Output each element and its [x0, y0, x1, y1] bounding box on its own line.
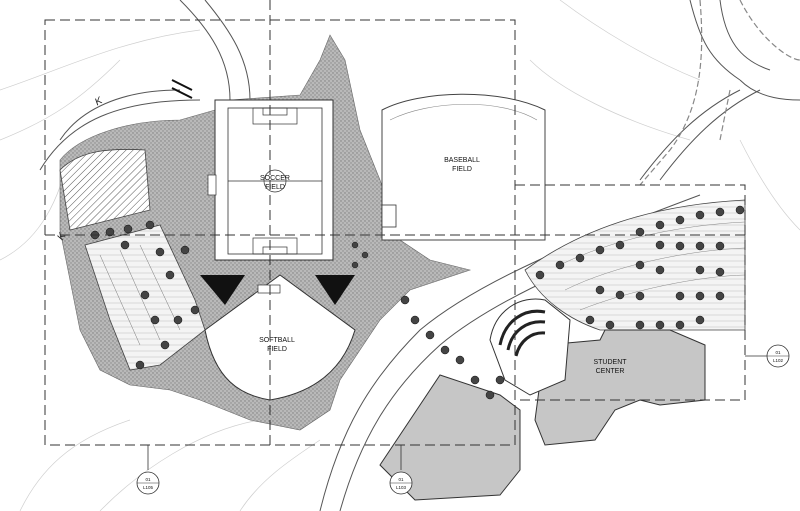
- section-marker-l103-sheet: L103: [396, 485, 407, 490]
- stormwater-area: [59, 148, 151, 231]
- soccer-field-label-1: SOCCER: [260, 175, 290, 182]
- section-marker-l102-sheet: L102: [773, 358, 784, 363]
- section-marker-l105-sheet: L105: [143, 485, 154, 490]
- section-marker-l105: 01 L105: [136, 445, 160, 495]
- property-line: [639, 0, 800, 186]
- softball-field-label-2: FIELD: [267, 346, 287, 353]
- soccer-field-label-2: FIELD: [265, 184, 285, 191]
- soccer-field: [207, 99, 334, 261]
- trees: [90, 205, 745, 400]
- section-marker-l102-num: 01: [775, 350, 781, 355]
- baseball-field-label-2: FIELD: [452, 166, 472, 173]
- plaza-amphitheater: [489, 298, 571, 396]
- baseball-field-label-1: BASEBALL: [444, 157, 480, 164]
- student-center-label-2: CENTER: [596, 368, 625, 375]
- key-mark-upper: K: [93, 95, 105, 109]
- road-crossing-symbol: [171, 79, 193, 99]
- south-building: [379, 374, 521, 501]
- roads: [39, 0, 800, 511]
- section-marker-l103: 01 L103: [389, 445, 413, 495]
- student-center-label-1: STUDENT: [593, 359, 627, 366]
- section-marker-l103-num: 01: [398, 477, 404, 482]
- section-marker-l105-num: 01: [145, 477, 151, 482]
- match-lines: [44, 0, 746, 450]
- softball-field-label-1: SOFTBALL: [259, 337, 295, 344]
- student-center-building: [534, 329, 706, 446]
- baseball-field: [381, 93, 546, 241]
- softball-field: [200, 274, 356, 401]
- section-marker-l102: 01 L102: [745, 344, 790, 368]
